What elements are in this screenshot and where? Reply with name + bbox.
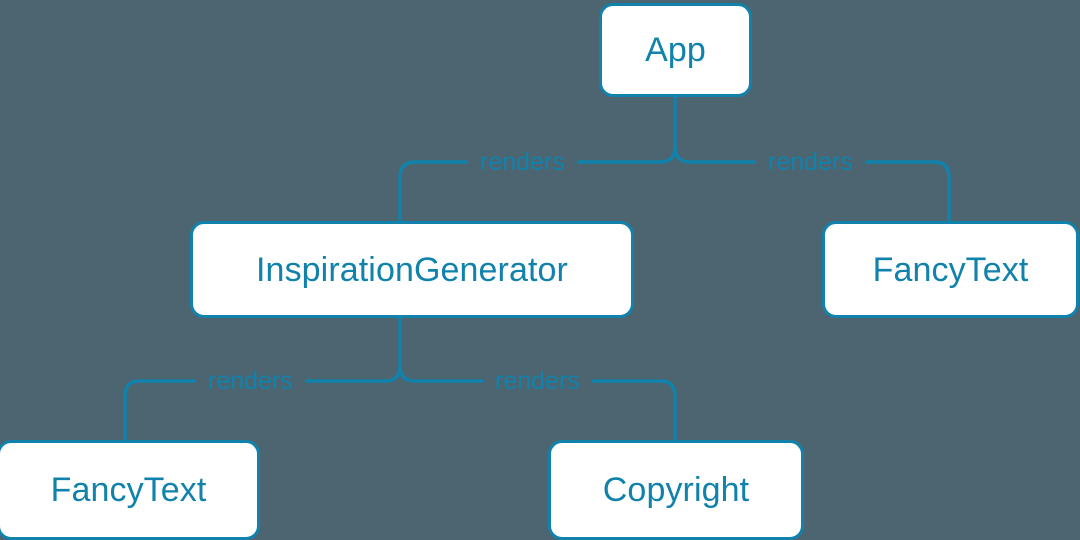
node-app[interactable]: App bbox=[599, 3, 752, 97]
node-fancytext-bottom-label: FancyText bbox=[50, 471, 207, 509]
node-app-label: App bbox=[645, 31, 706, 69]
node-fancytext-right-label: FancyText bbox=[872, 250, 1029, 289]
node-inspirationgenerator-label: InspirationGenerator bbox=[256, 250, 568, 289]
node-fancytext-right[interactable]: FancyText bbox=[822, 221, 1079, 318]
node-copyright-label: Copyright bbox=[602, 471, 750, 509]
edge-app-to-inspiration bbox=[398, 146, 677, 221]
edge-label-inspirationgenerator-renders-copyright: renders bbox=[483, 369, 592, 394]
node-copyright[interactable]: Copyright bbox=[548, 440, 804, 540]
edge-app-to-fancytext bbox=[673, 146, 951, 221]
edge-label-app-renders-inspirationgenerator: renders bbox=[468, 150, 577, 175]
edge-inspiration-to-fancytext bbox=[123, 365, 402, 440]
node-fancytext-bottom[interactable]: FancyText bbox=[0, 440, 260, 540]
edge-inspiration-to-copyright bbox=[398, 365, 677, 440]
node-inspirationgenerator[interactable]: InspirationGenerator bbox=[190, 221, 634, 318]
edge-label-app-renders-fancytext: renders bbox=[756, 150, 865, 175]
edge-label-inspirationgenerator-renders-fancytext: renders bbox=[196, 369, 305, 394]
